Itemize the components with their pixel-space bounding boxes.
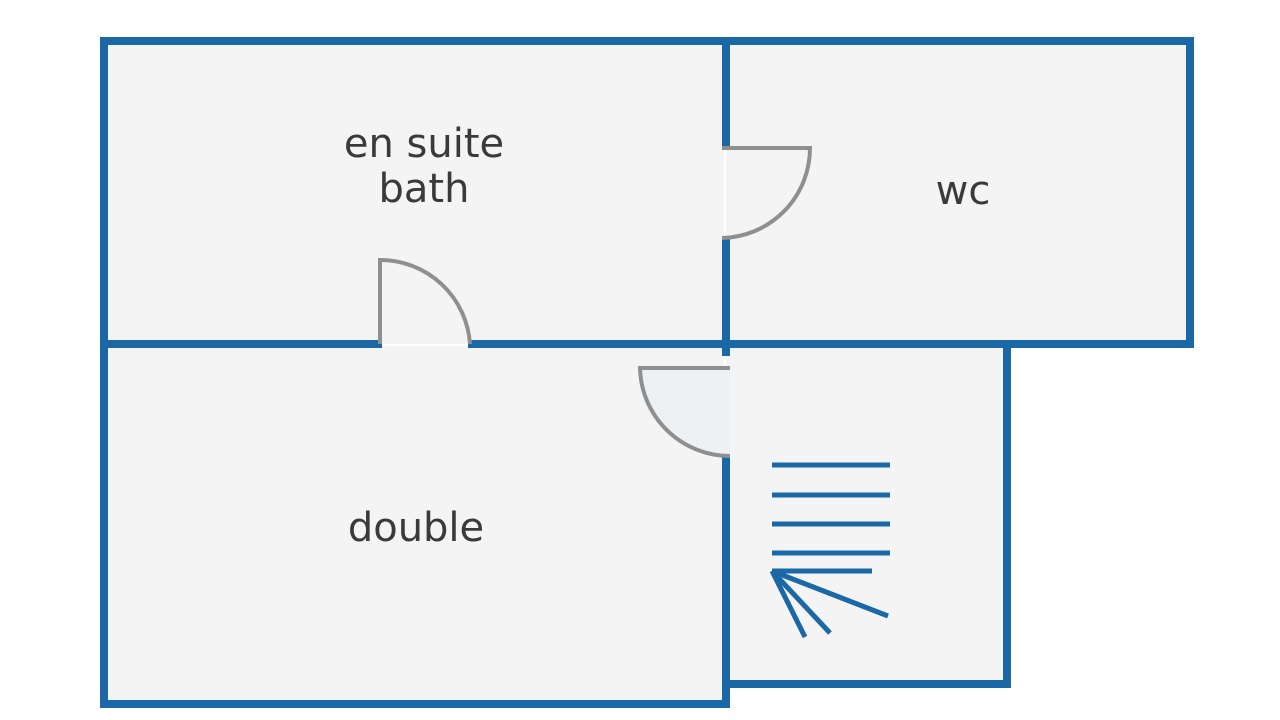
floor-landing: [726, 346, 1007, 682]
room-floors: [104, 41, 1190, 704]
label-en-suite-line1: en suite: [344, 121, 504, 167]
door-bath-wc: [721, 146, 813, 240]
label-en-suite-line2: bath: [379, 166, 470, 212]
stairs-icon: [769, 462, 890, 639]
label-double: double: [348, 505, 484, 551]
floor-double: [104, 346, 724, 704]
floor-wc: [726, 41, 1190, 344]
door-swing-icon: [378, 146, 813, 458]
stair-winder: [770, 569, 832, 635]
room-labels: en suite bath wc double: [344, 121, 991, 551]
door-bath-double: [378, 257, 472, 345]
floor-en-suite-bath: [104, 41, 724, 344]
label-wc: wc: [936, 168, 991, 214]
door-double-landing-swing: [637, 366, 731, 458]
outer-wall: [100, 37, 1194, 708]
stair-winder: [769, 569, 808, 639]
walls: [100, 37, 1194, 708]
stair-winder: [771, 568, 889, 619]
